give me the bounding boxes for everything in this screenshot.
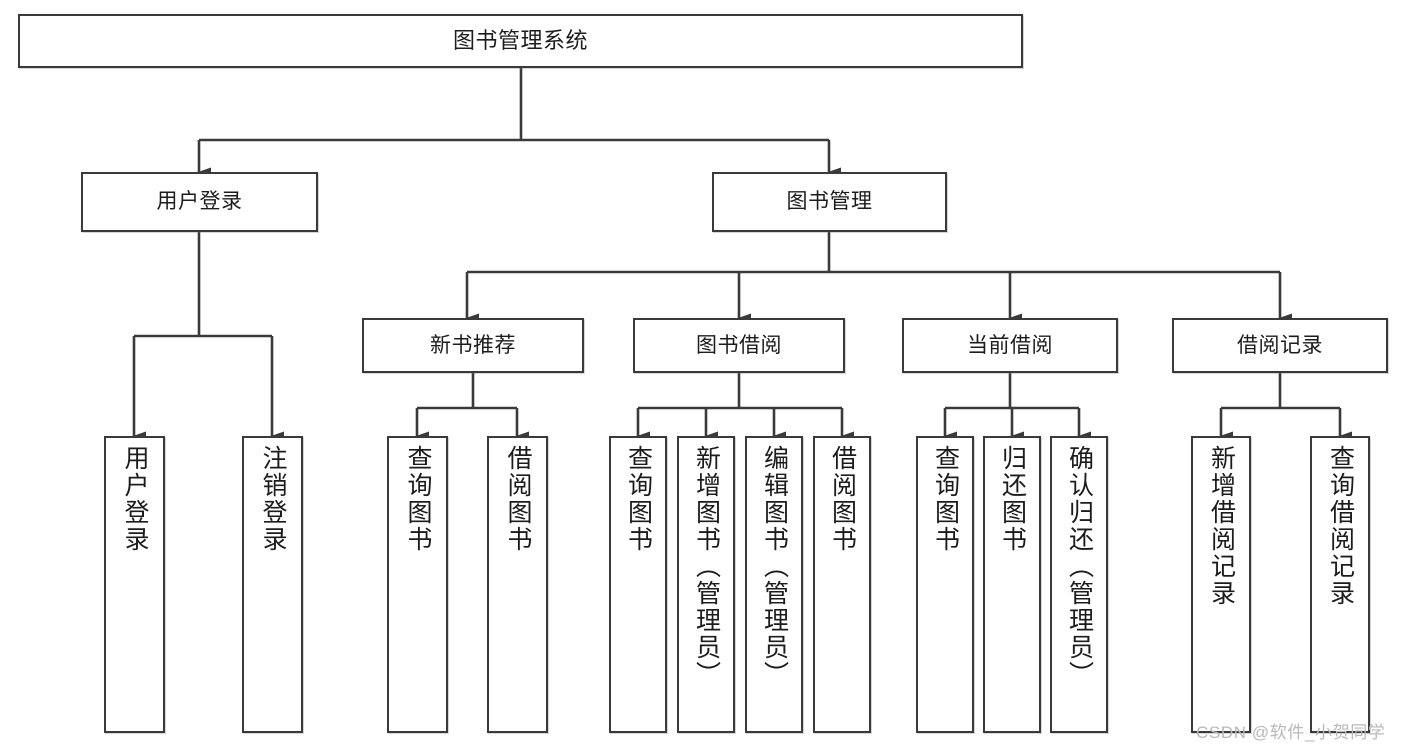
node-leaf-borrow-book-1-label: 借阅图书 — [504, 445, 532, 553]
node-book-borrow-label: 图书借阅 — [696, 333, 782, 357]
node-leaf-confirm-return-admin[interactable]: 确认归还（管理员） — [1050, 436, 1108, 733]
node-leaf-add-borrow-record[interactable]: 新增借阅记录 — [1191, 436, 1251, 733]
node-leaf-return-book-label: 归还图书 — [998, 445, 1027, 553]
node-leaf-confirm-return-admin-label: 确认归还（管理员） — [1065, 445, 1094, 688]
edges-group — [132, 68, 1352, 441]
node-leaf-query-book-2-label: 查询图书 — [624, 445, 653, 553]
node-leaf-borrow-book-2[interactable]: 借阅图书 — [813, 436, 871, 733]
node-leaf-query-borrow-record[interactable]: 查询借阅记录 — [1310, 436, 1370, 733]
node-current-borrow-label: 当前借阅 — [967, 333, 1053, 357]
node-root[interactable]: 图书管理系统 — [18, 14, 1023, 68]
node-leaf-query-book-2[interactable]: 查询图书 — [609, 436, 667, 733]
node-user-login-label: 用户登录 — [156, 190, 243, 214]
node-leaf-add-book-admin-label: 新增图书（管理员） — [692, 445, 721, 688]
node-leaf-user-logout-label: 注销登录 — [259, 445, 287, 553]
node-leaf-borrow-book-1[interactable]: 借阅图书 — [487, 436, 548, 733]
node-leaf-query-book-3-label: 查询图书 — [931, 445, 960, 553]
node-leaf-add-borrow-record-label: 新增借阅记录 — [1207, 445, 1236, 607]
node-leaf-query-book-1[interactable]: 查询图书 — [387, 436, 448, 733]
node-leaf-user-login[interactable]: 用户登录 — [104, 436, 165, 733]
node-leaf-query-book-1-label: 查询图书 — [404, 445, 432, 553]
node-leaf-query-book-3[interactable]: 查询图书 — [916, 436, 974, 733]
node-book-manage-label: 图书管理 — [786, 190, 873, 214]
node-current-borrow[interactable]: 当前借阅 — [902, 318, 1118, 373]
node-leaf-query-borrow-record-label: 查询借阅记录 — [1326, 445, 1355, 607]
node-borrow-record-label: 借阅记录 — [1237, 333, 1323, 357]
node-leaf-return-book[interactable]: 归还图书 — [983, 436, 1041, 733]
node-book-borrow[interactable]: 图书借阅 — [633, 318, 845, 373]
node-leaf-user-login-label: 用户登录 — [121, 445, 149, 553]
node-book-manage[interactable]: 图书管理 — [712, 172, 947, 232]
node-leaf-add-book-admin[interactable]: 新增图书（管理员） — [677, 436, 735, 733]
node-leaf-borrow-book-2-label: 借阅图书 — [828, 445, 857, 553]
node-root-label: 图书管理系统 — [452, 28, 588, 54]
node-new-book-recommend[interactable]: 新书推荐 — [362, 318, 584, 373]
node-leaf-edit-book-admin-label: 编辑图书（管理员） — [760, 445, 789, 688]
node-user-login[interactable]: 用户登录 — [81, 172, 318, 232]
node-leaf-edit-book-admin[interactable]: 编辑图书（管理员） — [745, 436, 803, 733]
csdn-watermark: CSDN @软件_小贺同学 — [1196, 723, 1386, 742]
node-leaf-user-logout[interactable]: 注销登录 — [242, 436, 303, 733]
node-borrow-record[interactable]: 借阅记录 — [1172, 318, 1388, 373]
node-new-book-recommend-label: 新书推荐 — [430, 333, 516, 357]
